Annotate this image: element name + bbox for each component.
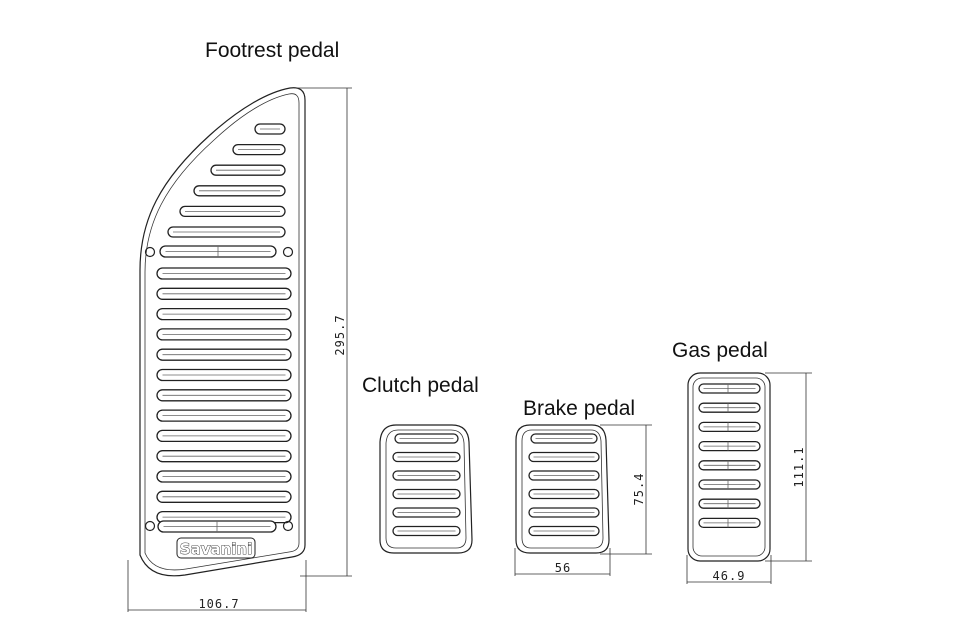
slot (193, 185, 286, 197)
footrest-height-dimension: 295.7 (295, 87, 352, 577)
slot (528, 488, 600, 500)
slot (179, 205, 286, 218)
slot (156, 287, 292, 300)
slot (156, 429, 292, 443)
brand-logo: Savanini (176, 537, 256, 559)
footrest-inner-outline (144, 93, 300, 571)
gas-width-dimension: 46.9 (686, 555, 772, 584)
brake-outline (515, 424, 610, 554)
slot (392, 451, 461, 463)
footrest-height-value: 295.7 (333, 314, 347, 355)
clutch-title: Clutch pedal (362, 374, 479, 397)
brake-slot-group (528, 433, 600, 537)
gas-width-value: 46.9 (713, 569, 746, 583)
slot (156, 389, 292, 402)
brand-logo-text: Savanini (180, 540, 252, 558)
footrest-title: Footrest pedal (205, 39, 339, 62)
slot (156, 470, 292, 483)
gas-title: Gas pedal (672, 339, 768, 362)
slot (528, 525, 600, 537)
slot (159, 245, 277, 258)
slot (528, 507, 600, 518)
footrest-width-value: 106.7 (198, 597, 239, 611)
slot (156, 490, 292, 503)
slot (698, 498, 761, 509)
slot (156, 348, 292, 361)
slot (156, 328, 292, 341)
gas-height-dimension: 111.1 (765, 372, 812, 562)
slot (392, 507, 461, 518)
brake-width-value: 56 (555, 561, 571, 575)
slot (232, 143, 286, 156)
slot (156, 409, 292, 422)
slot (254, 123, 286, 135)
brake-title: Brake pedal (523, 397, 635, 420)
gas-slot-group (698, 383, 761, 529)
slot (698, 517, 761, 529)
slot (210, 164, 286, 176)
slot (394, 433, 459, 444)
footrest-slot-group (156, 123, 292, 533)
slot (698, 421, 761, 433)
slot (698, 383, 761, 394)
slot (528, 451, 600, 463)
clutch-pedal: Clutch pedal (362, 374, 479, 554)
clutch-slot-group (392, 433, 461, 537)
slot (698, 402, 761, 413)
slot (167, 226, 286, 238)
brake-height-value: 75.4 (632, 473, 646, 506)
slot (392, 488, 461, 500)
slot (698, 460, 761, 471)
footrest-width-dimension: 106.7 (127, 560, 307, 612)
gas-pedal: 111.1 46.9 Gas pedal (672, 339, 812, 584)
gas-outline (687, 372, 771, 562)
slot (156, 267, 292, 280)
brake-height-dimension: 75.4 (600, 424, 652, 555)
brake-pedal: 75.4 56 Brake pedal (514, 397, 652, 576)
slot (392, 525, 461, 537)
footrest-pedal: Savanini 295.7 106.7 Footrest pedal (127, 39, 352, 612)
slot (392, 470, 461, 481)
brake-width-dimension: 56 (514, 548, 611, 576)
slot (156, 368, 292, 382)
slot (157, 520, 277, 533)
slot (528, 470, 600, 481)
slot (156, 450, 292, 463)
slot (698, 440, 761, 452)
clutch-outline (379, 424, 473, 554)
mount-hole-icon (144, 246, 294, 532)
slot (156, 307, 292, 321)
gas-height-value: 111.1 (792, 446, 806, 487)
slot (530, 433, 598, 444)
footrest-outline (139, 87, 306, 577)
slot (698, 479, 761, 490)
